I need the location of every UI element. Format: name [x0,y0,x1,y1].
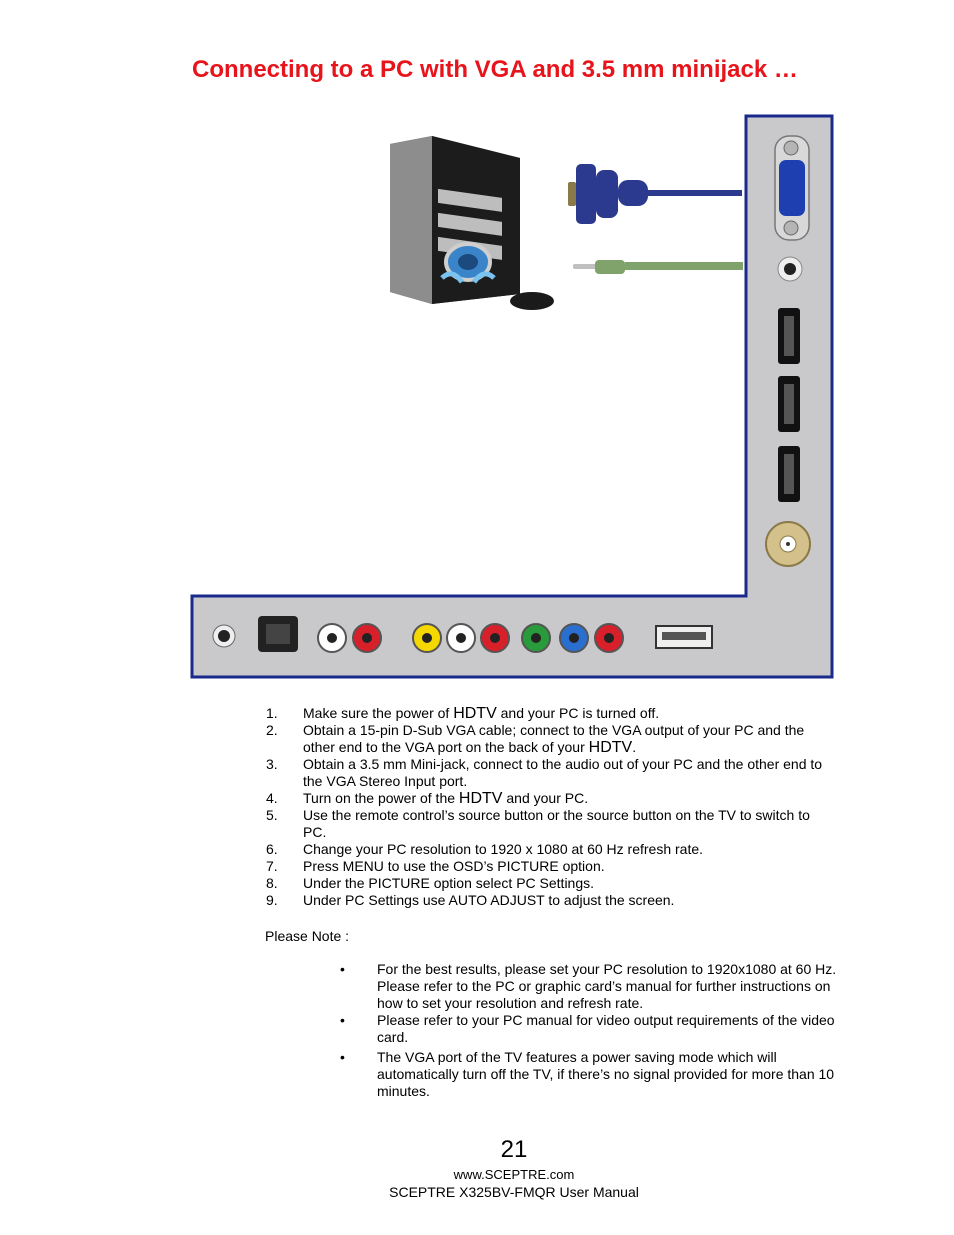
optical-port [258,616,298,652]
instructions-list: 1.Make sure the power of HDTV and your P… [266,705,836,909]
vga-port [774,135,810,241]
instruction-step: 9.Under PC Settings use AUTO ADJUST to a… [266,892,675,908]
bullet-icon: • [340,1012,345,1028]
note-item: •The VGA port of the TV features a power… [340,1049,835,1099]
tv-back-panel [190,114,834,679]
component-blue-port [559,623,589,653]
page-number: 21 [500,1136,528,1163]
hdmi-port-3 [778,446,800,502]
rca-red-port-2 [480,623,510,653]
hdmi-port-1 [778,308,800,364]
instruction-step: 4.Turn on the power of the HDTV and your… [266,790,589,807]
usb-port [655,625,713,649]
instruction-step: 5.Use the remote control’s source button… [266,807,810,840]
hdmi-port-2 [778,376,800,432]
note-item: •Please refer to your PC manual for vide… [340,1012,835,1045]
instruction-step: 7.Press MENU to use the OSD’s PICTURE op… [266,858,605,874]
vga-audio-jack [777,256,803,282]
rca-white-port [317,623,347,653]
footer-manual-title: SCEPTRE X325BV-FMQR User Manual [389,1184,639,1200]
instruction-step: 1.Make sure the power of HDTV and your P… [266,705,660,722]
instruction-step: 8.Under the PICTURE option select PC Set… [266,875,595,891]
instruction-step: 2.Obtain a 15-pin D-Sub VGA cable; conne… [266,722,805,756]
bullet-icon: • [340,961,345,977]
connection-diagram [190,114,834,679]
instruction-step: 3.Obtain a 3.5 mm Mini-jack, connect to … [266,756,823,789]
footer-url: www.SCEPTRE.com [453,1167,575,1182]
pc-tower-image [390,136,554,310]
bullet-icon: • [340,1049,345,1065]
rca-yellow-port [412,623,442,653]
notes-list: •For the best results, please set your P… [340,961,840,1100]
page-title: Connecting to a PC with VGA and 3.5 mm m… [192,56,798,83]
component-red-port [594,623,624,653]
note-label: Please Note : [265,928,350,944]
component-green-port [521,623,551,653]
rca-red-port [352,623,382,653]
headphone-jack [212,624,236,648]
rf-antenna-port [765,521,811,567]
instruction-step: 6.Change your PC resolution to 1920 x 10… [266,841,704,857]
note-item: •For the best results, please set your P… [340,961,837,1011]
vga-cable [568,164,742,224]
rca-white-port-2 [446,623,476,653]
audio-cable [573,260,743,274]
